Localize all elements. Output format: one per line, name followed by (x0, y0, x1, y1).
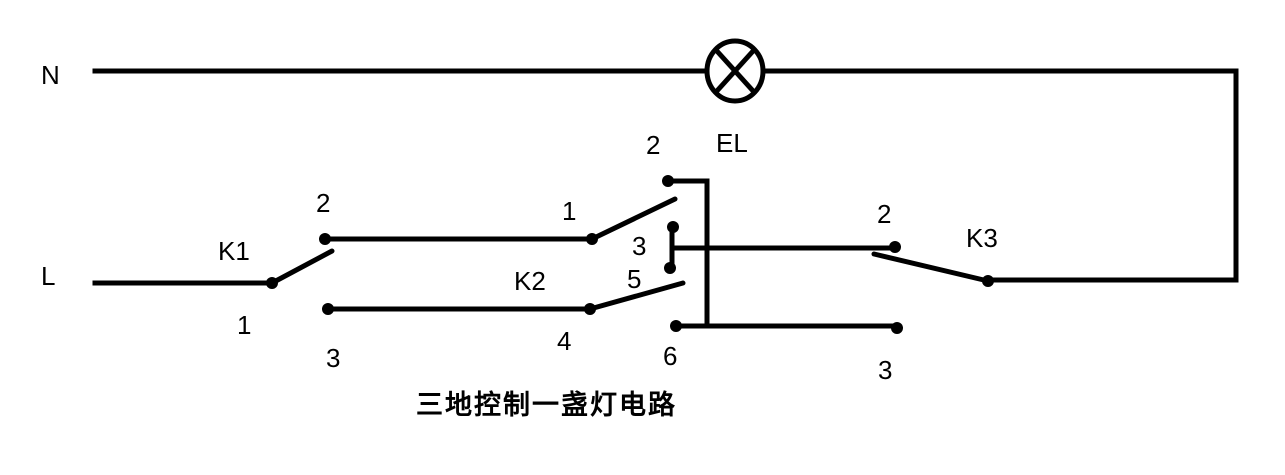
k2-blade-upper (589, 196, 678, 242)
k1-blade (269, 248, 335, 286)
live-label: L (41, 261, 56, 291)
k2-terminal-3-label: 3 (632, 231, 647, 261)
k2-terminal-4-label: 4 (557, 326, 572, 356)
k3-terminal-3-dot (891, 322, 903, 334)
k3-blade (871, 251, 991, 284)
k2-terminal-1-label: 1 (562, 196, 577, 226)
k1-terminal-3-label: 3 (326, 343, 341, 373)
switch-k3 (871, 241, 994, 334)
k3-terminal-2-label: 2 (877, 199, 892, 229)
switch-k2 (584, 175, 900, 332)
k3-common-dot (982, 275, 994, 287)
k2-terminal-6-label: 6 (663, 341, 678, 371)
k3-terminal-3-label: 3 (878, 355, 893, 385)
k3-label: K3 (966, 223, 998, 253)
lamp-icon (704, 38, 766, 104)
k2-terminal-2-label: 2 (646, 130, 661, 160)
lamp-label: EL (716, 128, 748, 158)
k1-terminal-2-label: 2 (316, 188, 331, 218)
k2-blade-lower (587, 280, 686, 312)
k2-label: K2 (514, 266, 546, 296)
k3-terminal-2-dot (889, 241, 901, 253)
switch-k1 (266, 233, 335, 315)
k1-label: K1 (218, 236, 250, 266)
k2-terminal-5-label: 5 (627, 264, 642, 294)
k1-terminal-1-label: 1 (237, 310, 252, 340)
diagram-caption: 三地控制一盏灯电路 (416, 390, 677, 421)
neutral-label: N (41, 60, 60, 90)
